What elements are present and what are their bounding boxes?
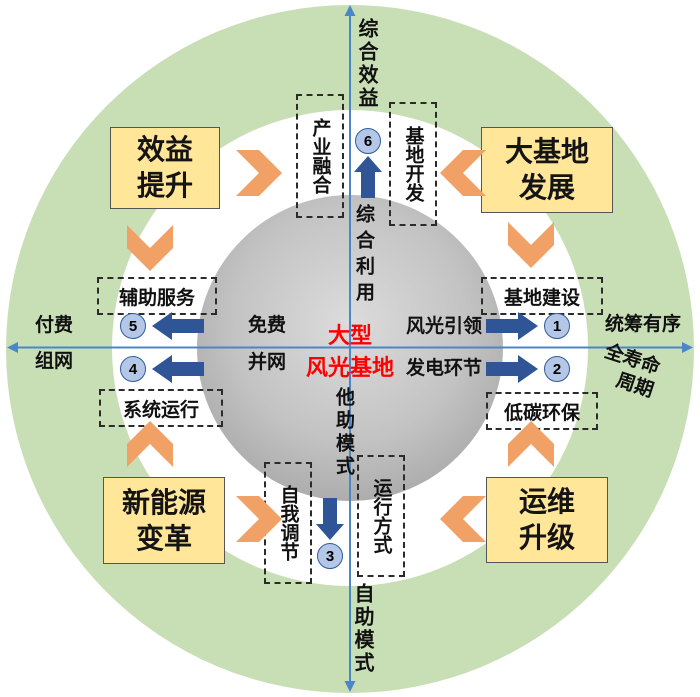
low-carbon-label: 低碳环保 bbox=[503, 402, 580, 424]
center-title-line2: 风光基地 bbox=[305, 354, 394, 380]
system-operation-label: 系统运行 bbox=[122, 399, 199, 421]
block-arrow-right-lower bbox=[486, 355, 538, 383]
industry-fusion-label: 产业融合 bbox=[309, 118, 331, 194]
chevron-left-shape bbox=[440, 496, 486, 542]
dashed-box-industry-fusion: 产业融合 bbox=[296, 94, 344, 218]
block-arrow-left-shape bbox=[152, 355, 204, 383]
corner-box-benefit-line2: 提升 bbox=[136, 170, 193, 201]
base-development-label: 基地开发 bbox=[402, 126, 424, 202]
dashed-box-auxiliary-service: 辅助服务 bbox=[97, 277, 217, 315]
corner-box-ops-upgrade: 运维 升级 bbox=[486, 477, 608, 563]
step-circle-5: 5 bbox=[120, 313, 146, 339]
chevron-left-bottom-right bbox=[440, 496, 486, 542]
chevron-left-top-right bbox=[440, 150, 486, 196]
block-arrow-right-upper bbox=[486, 312, 538, 340]
block-arrow-up-shape bbox=[354, 156, 382, 198]
dashed-box-base-development: 基地开发 bbox=[389, 102, 437, 226]
paid-grid-line2: 组网 bbox=[34, 351, 73, 372]
center-title: 大型 风光基地 bbox=[293, 320, 407, 384]
base-construction-label: 基地建设 bbox=[503, 287, 580, 309]
axis-label-comprehensive-benefit: 综合效益 bbox=[355, 18, 377, 110]
chevron-down-top-left bbox=[127, 225, 173, 271]
chevron-up-bottom-left bbox=[127, 421, 173, 467]
corner-box-big-base-line1: 大基地 bbox=[504, 136, 589, 168]
dashed-box-system-operation: 系统运行 bbox=[99, 389, 223, 427]
axis-label-paid-grid: 付费 组网 bbox=[28, 316, 80, 371]
chevron-right-top-left bbox=[236, 150, 282, 196]
step-circle-1: 1 bbox=[544, 313, 570, 339]
chevron-right-bottom-left bbox=[236, 496, 282, 542]
inner-label-free-grid-connection: 免费 并网 bbox=[240, 316, 294, 372]
inner-label-power-generation: 发电环节 bbox=[406, 358, 483, 379]
corner-box-big-base-development: 大基地 发展 bbox=[481, 127, 613, 213]
chevron-left-shape bbox=[440, 150, 486, 196]
corner-box-benefit-upgrade: 效益 提升 bbox=[110, 127, 220, 209]
dashed-box-operation-mode: 运行方式 bbox=[357, 455, 405, 577]
block-arrow-left-shape bbox=[152, 312, 204, 340]
corner-box-new-energy-revolution: 新能源 变革 bbox=[103, 477, 225, 564]
block-arrow-down-shape bbox=[316, 498, 344, 540]
block-arrow-up-top bbox=[354, 156, 382, 198]
chevron-up-shape bbox=[508, 421, 554, 467]
chevron-down-top-right bbox=[508, 222, 554, 268]
dashed-box-base-construction: 基地建设 bbox=[481, 277, 603, 315]
chevron-right-shape bbox=[236, 496, 282, 542]
block-arrow-left-upper bbox=[152, 312, 204, 340]
corner-box-new-energy-line2: 变革 bbox=[135, 522, 192, 554]
free-grid-line1: 免费 bbox=[247, 315, 286, 336]
corner-box-new-energy-line1: 新能源 bbox=[121, 486, 206, 518]
inner-label-assisted-mode: 他助模式 bbox=[333, 387, 354, 479]
chevron-right-shape bbox=[236, 150, 282, 196]
paid-grid-line1: 付费 bbox=[34, 315, 73, 336]
axis-label-full-lifecycle: 全寿命 周期 bbox=[595, 341, 682, 407]
axis-label-self-service-mode: 自助模式 bbox=[351, 583, 373, 675]
center-title-line1: 大型 bbox=[327, 323, 372, 348]
operation-mode-label: 运行方式 bbox=[370, 478, 392, 554]
self-adjustment-label: 自我调节 bbox=[277, 485, 299, 561]
corner-box-ops-line2: 升级 bbox=[518, 522, 575, 553]
corner-box-ops-line1: 运维 bbox=[518, 486, 575, 518]
free-grid-line2: 并网 bbox=[247, 352, 286, 373]
chevron-up-bottom-right bbox=[508, 421, 554, 467]
corner-box-benefit-line1: 效益 bbox=[136, 134, 193, 166]
block-arrow-down-bottom bbox=[316, 498, 344, 540]
chevron-down-shape bbox=[508, 222, 554, 268]
axis-label-orderly-planning: 统筹有序 bbox=[605, 314, 682, 335]
step-circle-6: 6 bbox=[355, 128, 381, 154]
step-circle-3: 3 bbox=[317, 543, 343, 569]
chevron-down-shape bbox=[127, 225, 173, 271]
chevron-up-shape bbox=[127, 421, 173, 467]
step-circle-4: 4 bbox=[120, 356, 146, 382]
dashed-box-low-carbon: 低碳环保 bbox=[486, 392, 598, 430]
block-arrow-right-shape bbox=[486, 355, 538, 383]
block-arrow-left-lower bbox=[152, 355, 204, 383]
corner-box-big-base-line2: 发展 bbox=[518, 172, 575, 203]
block-arrow-right-shape bbox=[486, 312, 538, 340]
step-circle-2: 2 bbox=[544, 356, 570, 382]
auxiliary-service-label: 辅助服务 bbox=[118, 287, 195, 309]
inner-label-wind-solar-leading: 风光引领 bbox=[406, 316, 483, 337]
inner-label-comprehensive-utilization: 综合利用 bbox=[353, 204, 374, 308]
